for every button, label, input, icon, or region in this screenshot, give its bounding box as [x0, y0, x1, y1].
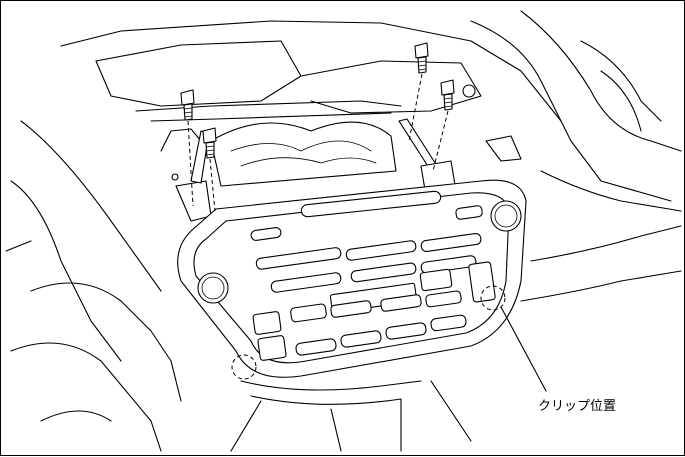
left-console-lines — [5, 120, 182, 452]
screws — [171, 42, 455, 212]
leader-line — [500, 306, 547, 392]
dashboard-recess — [60, 20, 562, 187]
screw-2 — [202, 127, 217, 212]
clip-marker-right — [480, 285, 506, 311]
screw-4 — [432, 79, 455, 172]
lower-console — [230, 380, 472, 452]
clip-position-label: クリップ位置 — [538, 399, 617, 414]
screw-1 — [180, 89, 195, 207]
audio-faceplate — [177, 179, 527, 378]
right-console-lines — [462, 10, 682, 302]
clip-markers — [231, 285, 547, 392]
clip-marker-left — [231, 354, 257, 380]
screw-3 — [408, 42, 429, 142]
